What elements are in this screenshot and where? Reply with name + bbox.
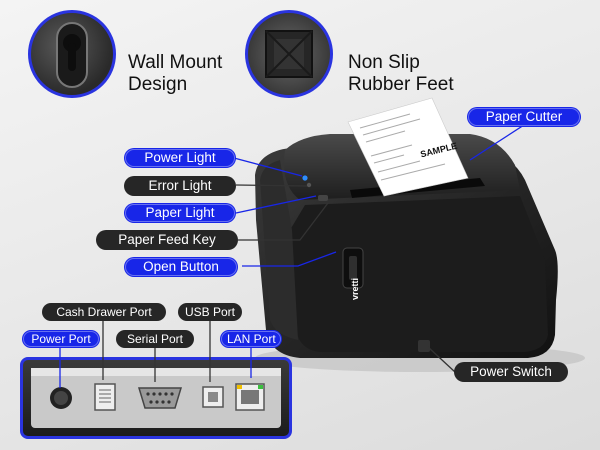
- serial-port-label: Serial Port: [116, 330, 194, 348]
- rubber-feet-closeup: [245, 10, 333, 98]
- lan-port-label: LAN Port: [220, 330, 282, 348]
- rubber-foot-icon: [265, 30, 313, 78]
- paper-cutter-label: Paper Cutter: [467, 107, 581, 127]
- keyhole-icon: [56, 22, 88, 88]
- power-port-label: Power Port: [22, 330, 100, 348]
- non-slip-text: Non Slip Rubber Feet: [348, 52, 454, 95]
- paper-light-label: Paper Light: [124, 203, 236, 223]
- wall-mount-closeup: [28, 10, 116, 98]
- printer-brand: vretti: [350, 277, 360, 300]
- open-button-label: Open Button: [124, 257, 238, 277]
- error-light-label: Error Light: [124, 176, 236, 196]
- paper-feed-key-label: Paper Feed Key: [96, 230, 238, 250]
- ports-illustration: [31, 368, 281, 428]
- power-switch-label: Power Switch: [454, 362, 568, 382]
- cash-drawer-port-label: Cash Drawer Port: [42, 303, 166, 321]
- wall-mount-text: Wall Mount Design: [128, 52, 223, 95]
- back-panel: [20, 357, 292, 439]
- power-light-label: Power Light: [124, 148, 236, 168]
- usb-port-label: USB Port: [178, 303, 242, 321]
